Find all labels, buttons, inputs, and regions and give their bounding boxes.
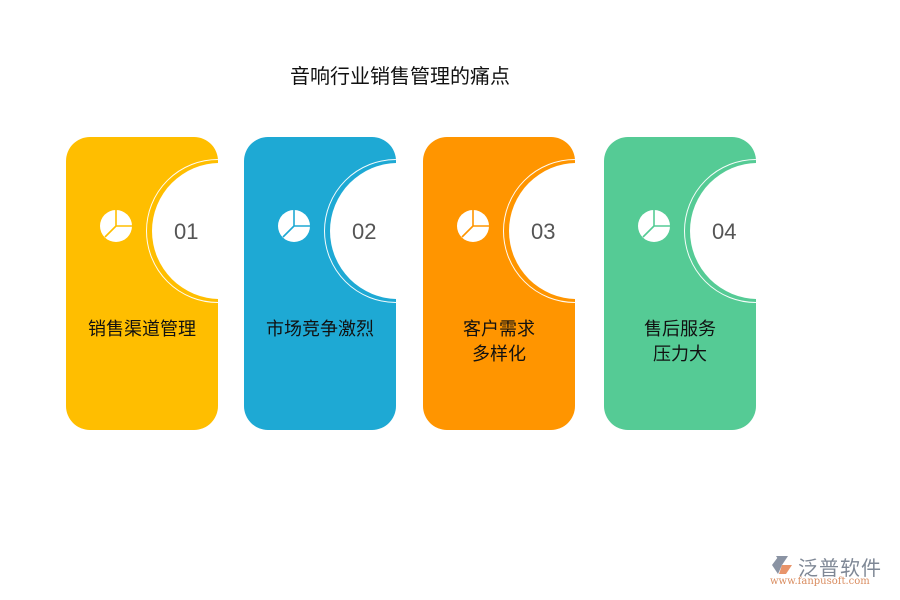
page-title: 音响行业销售管理的痛点: [290, 64, 510, 88]
pain-point-card-3: 03 客户需求多样化: [423, 137, 575, 430]
card-label: 客户需求多样化: [463, 319, 535, 365]
card-number: 04: [712, 219, 737, 244]
brand-logo: 泛普软件 www.fanpusoft.com: [768, 552, 893, 592]
logo-mark-icon: [772, 556, 792, 574]
pain-point-card-1: 01 销售渠道管理: [66, 137, 218, 430]
card-number: 02: [352, 219, 377, 244]
pie-chart-icon: [457, 210, 489, 242]
logo-name: 泛普软件: [798, 556, 882, 580]
card-number: 03: [531, 219, 556, 244]
pie-chart-icon: [638, 210, 670, 242]
card-label: 销售渠道管理: [88, 319, 196, 340]
card-label: 市场竞争激烈: [266, 319, 374, 340]
card-number: 01: [174, 219, 199, 244]
pain-point-card-2: 02 市场竞争激烈: [244, 137, 396, 430]
logo-url: www.fanpusoft.com: [770, 576, 870, 587]
pie-chart-icon: [100, 210, 132, 242]
pain-point-card-4: 04 售后服务压力大: [604, 137, 756, 430]
pie-chart-icon: [278, 210, 310, 242]
card-label: 售后服务压力大: [644, 319, 716, 365]
